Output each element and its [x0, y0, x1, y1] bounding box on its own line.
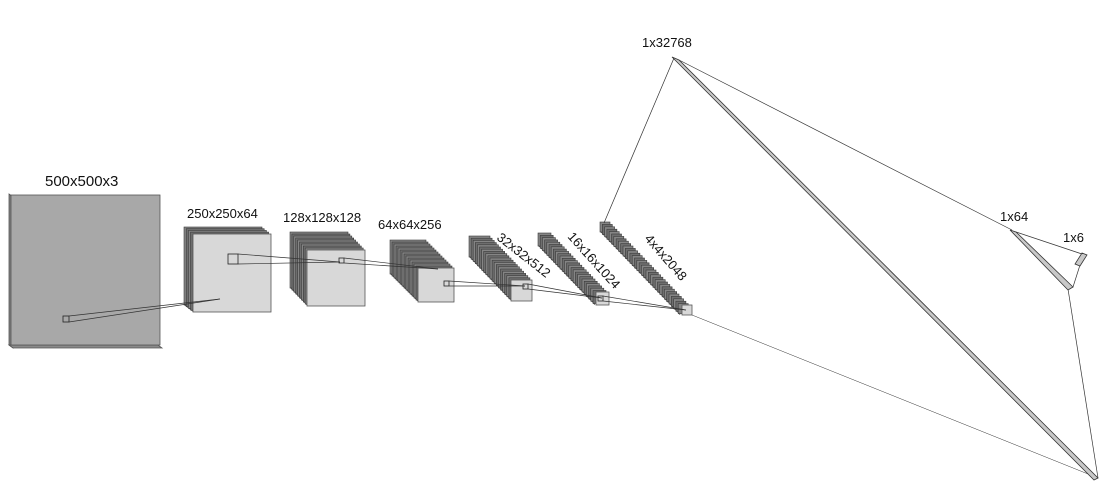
layer-input: 500x500x3: [7, 173, 164, 349]
layer-dense: 1x64: [1000, 209, 1083, 291]
conv5-front-face: [595, 291, 610, 306]
conv1-front-face: [192, 233, 272, 313]
conv5-stack: [537, 232, 607, 305]
connector-conv5-conv6-b: [602, 300, 687, 311]
conv4-front-face: [510, 279, 533, 302]
connector-conv3-conv4-a: [448, 280, 526, 287]
input-block-bottom: [7, 344, 164, 349]
connector-input-conv1-b: [68, 298, 221, 323]
dense-label: 1x64: [1000, 209, 1028, 224]
input-receptive-field: [62, 315, 70, 323]
layer-conv2: 128x128x128: [283, 210, 366, 307]
layer-conv4: 32x32x512: [468, 230, 554, 302]
connector-conv6-flatten-bottom: [691, 314, 1099, 479]
connector-input-conv1-a: [68, 298, 221, 317]
conv3-receptive-field: [443, 280, 450, 287]
connector-conv1-conv2-a: [237, 253, 341, 263]
conv5-receptive-field: [597, 295, 604, 302]
input-label: 500x500x3: [45, 173, 118, 190]
flatten-label: 1x32768: [642, 35, 692, 50]
connector-conv5-conv6-a: [602, 295, 687, 311]
input-block-face: [10, 194, 161, 346]
conv4-receptive-field: [522, 283, 529, 290]
conv1-receptive-field: [227, 253, 239, 265]
dense-to-output-top: [1015, 231, 1083, 255]
flatten-to-dense-top: [678, 59, 1013, 231]
connector-conv4-conv5-a: [527, 283, 603, 299]
conv3-front-face: [417, 267, 455, 303]
connector-conv1-conv2-b: [237, 261, 341, 265]
flatten-vector: [671, 56, 1099, 481]
connector-conv2-conv3-b: [343, 262, 439, 270]
conv2-receptive-field: [338, 257, 345, 264]
conv4-stack: [468, 235, 531, 301]
layer-conv1: 250x250x64: [183, 206, 272, 313]
connector-conv6-flatten-top: [603, 57, 675, 224]
conv1-label: 250x250x64: [187, 206, 258, 221]
dense-to-output-bottom: [1072, 264, 1081, 288]
conv3-label: 64x64x256: [378, 217, 442, 232]
layer-flatten: 1x32768: [642, 35, 1099, 481]
connection-lines: [68, 57, 1099, 479]
output-vector: [1074, 252, 1088, 267]
flatten-to-dense-bottom: [1067, 288, 1099, 479]
conv2-label: 128x128x128: [283, 210, 361, 225]
layer-output: 1x6: [1063, 230, 1088, 267]
conv6-front-face: [681, 304, 693, 316]
conv6-stack: [599, 221, 689, 316]
layer-conv3: 64x64x256: [378, 217, 455, 303]
layer-conv6: 4x4x2048: [599, 221, 693, 316]
connector-conv2-conv3-a: [343, 257, 439, 270]
conv2-front-face: [306, 249, 366, 307]
output-label: 1x6: [1063, 230, 1084, 245]
connector-conv4-conv5-b: [527, 288, 603, 299]
